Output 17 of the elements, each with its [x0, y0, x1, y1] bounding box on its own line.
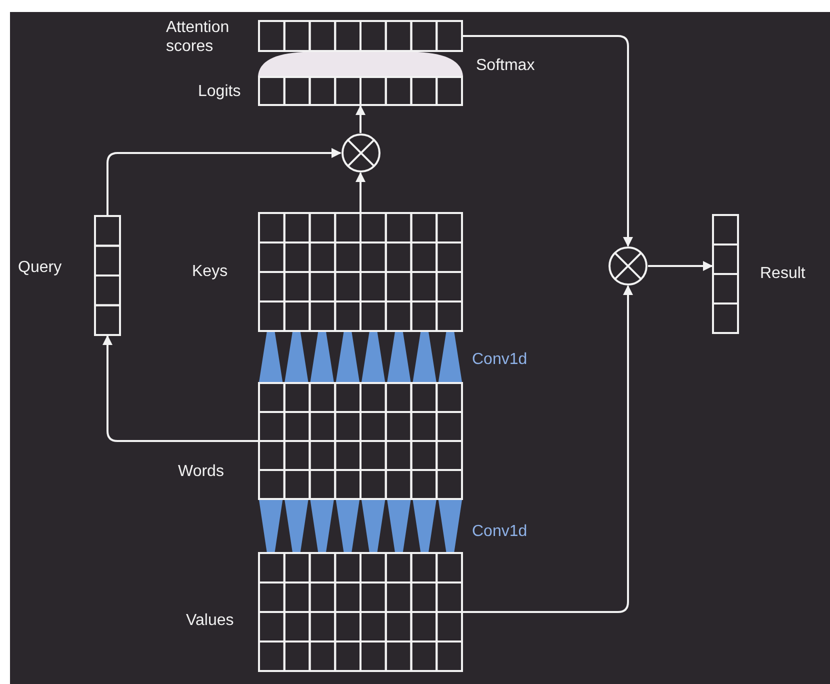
arrow [648, 261, 713, 271]
tensor-label: Result [760, 264, 806, 283]
tensor-label: Keys [192, 262, 228, 281]
tensor-label: Logits [198, 82, 241, 101]
arrow [463, 35, 633, 247]
tensor-label: Values [186, 611, 234, 630]
arrow [106, 148, 342, 215]
arrow [102, 335, 258, 442]
tensor-label: Softmax [476, 56, 535, 75]
tensor-label: Words [178, 462, 224, 481]
arrow [356, 105, 366, 133]
tensor-label: Attention scores [166, 18, 230, 56]
tensor-label: Query [18, 258, 62, 277]
arrow [356, 172, 366, 212]
arrow [463, 285, 633, 613]
layer-label: Conv1d [472, 350, 528, 369]
layer-label: Conv1d [472, 522, 528, 541]
